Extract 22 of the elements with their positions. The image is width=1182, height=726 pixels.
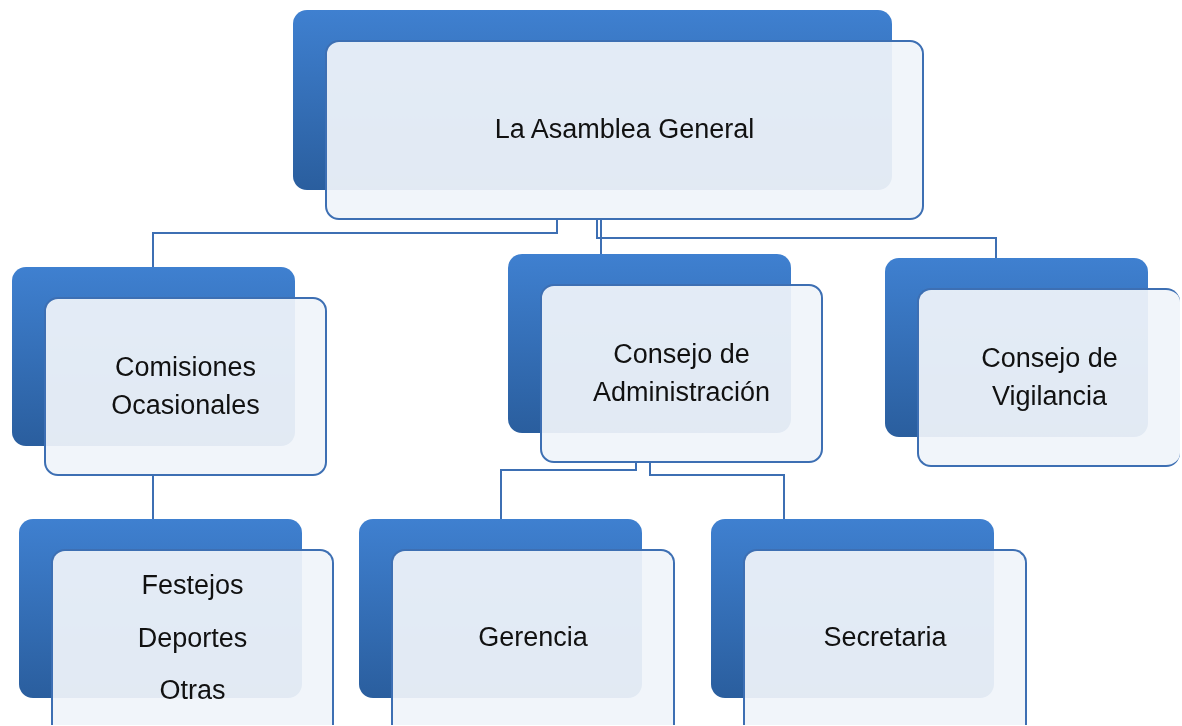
box-label: Gerencia [477, 621, 589, 655]
org-chart-node [12, 267, 327, 476]
box-label: Consejo de Administración [591, 337, 772, 409]
org-chart-node [508, 254, 823, 463]
box-label: Consejo de Vigilancia [980, 341, 1119, 413]
org-chart-node [19, 519, 334, 725]
box-label: Comisiones Ocasionales [110, 350, 261, 422]
connector-line [596, 219, 997, 259]
box-label: Deportes [136, 621, 249, 655]
connector-line [152, 219, 558, 268]
box-label: Secretaria [822, 621, 948, 655]
connector-line [649, 462, 785, 520]
connector-line [152, 475, 154, 520]
org-chart-node [293, 10, 924, 220]
org-chart-node [359, 519, 675, 725]
box-label: Festejos [140, 569, 245, 603]
org-chart-node [885, 258, 1180, 467]
connector-line [600, 219, 602, 255]
connector-line [500, 462, 637, 520]
box-label: Otras [158, 674, 227, 708]
box-label: La Asamblea General [493, 113, 756, 147]
org-chart-node [711, 519, 1027, 725]
